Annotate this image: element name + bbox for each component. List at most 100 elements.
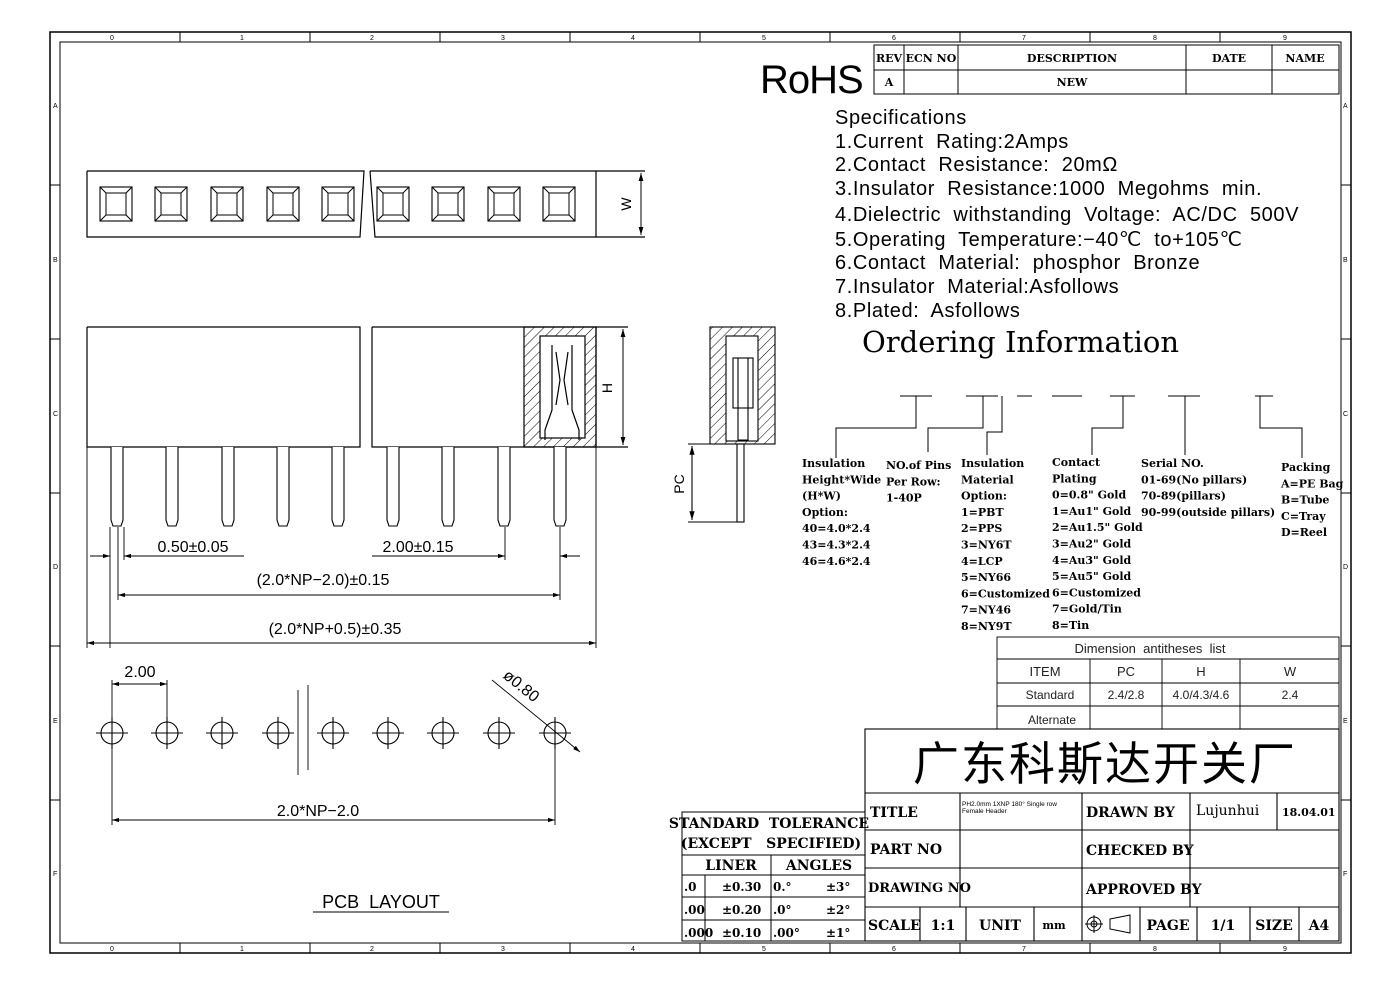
ordering-option: 70-89(pillars): [1141, 490, 1226, 503]
ordering-option: 6=Customized: [961, 587, 1050, 600]
column-label: 9: [1283, 946, 1287, 953]
ordering-option: Contact: [1052, 456, 1101, 469]
column-label: 8: [1153, 35, 1157, 42]
angles-header: ANGLES: [785, 858, 852, 874]
front-dimensions: [86, 447, 597, 648]
ecn-header: ECN NO: [906, 52, 957, 65]
approved-by-label: APPROVED BY: [1085, 882, 1203, 898]
cavity-corner: [376, 186, 384, 194]
cavity-corner: [457, 214, 465, 222]
pin: [331, 447, 345, 527]
tolerance-subtitle: (EXCEPT SPECIFIED): [681, 836, 861, 852]
header-pc: PC: [1117, 664, 1135, 679]
ordering-option: Height*Wide: [802, 473, 881, 486]
column-label: 1: [240, 35, 244, 42]
standard-label: Standard: [1026, 688, 1075, 702]
ordering-option: 8=Tin: [1052, 619, 1089, 632]
cavity-corner: [125, 214, 133, 222]
cavity-inner: [272, 192, 294, 216]
specifications: Specifications 1.Current Rating:2Amps 2.…: [835, 107, 1299, 322]
ordering-option: 0=0.8" Gold: [1052, 489, 1126, 502]
column-label: 6: [892, 946, 896, 953]
cavity-corner: [402, 214, 410, 222]
w-label: W: [618, 197, 634, 211]
column-label: 2: [370, 35, 374, 42]
ordering-option: 46=4.6*2.4: [802, 555, 871, 568]
ordering-option: 7=NY46: [961, 604, 1011, 617]
cavity-corner: [542, 186, 550, 194]
cavity-outer: [266, 186, 300, 222]
pin: [110, 447, 124, 527]
cavity-corner: [513, 214, 521, 222]
ordering-option: Per Row:: [886, 475, 941, 488]
row-label: A: [53, 103, 58, 110]
ordering-option: 1=Au1" Gold: [1052, 505, 1132, 518]
unit-value: mm: [1042, 919, 1066, 932]
pcb-span-label: 2.0*NP−2.0: [277, 803, 359, 820]
ordering-option: 3=Au2" Gold: [1052, 538, 1132, 551]
ordering-option: C=Tray: [1281, 510, 1326, 523]
column-label: 6: [892, 35, 896, 42]
ordering-option: 1=PBT: [961, 506, 1004, 519]
column-label: 9: [1283, 35, 1287, 42]
spec-item: 6.Contact Material: phosphor Bronze: [835, 252, 1200, 274]
ordering-option: Plating: [1052, 472, 1097, 485]
row-label: D: [1343, 564, 1348, 571]
column-label: 1: [240, 946, 244, 953]
ordering-option: 5=NY66: [961, 571, 1011, 584]
ordering-option: 6=Customized: [1052, 586, 1141, 599]
row-label: C: [53, 411, 58, 418]
header-item: ITEM: [1029, 664, 1060, 679]
drawing-no-label: DRAWING NO: [868, 881, 971, 896]
cavity-corner: [292, 186, 300, 194]
pin: [441, 447, 455, 527]
cavity-corner: [266, 186, 274, 194]
pitch-label: 2.00±0.15: [382, 539, 453, 556]
cavity-outer: [99, 186, 133, 222]
header-h: H: [1196, 664, 1205, 679]
span2-label: (2.0*NP+0.5)±0.35: [269, 621, 402, 638]
row-label: D: [53, 564, 58, 571]
row-label: F: [53, 871, 57, 878]
hole-label: ø0.80: [500, 667, 543, 706]
ordering-option: 1-40P: [886, 492, 922, 505]
company-name: 广东科斯达开关厂: [913, 737, 1297, 791]
specs-title: Specifications: [835, 107, 967, 129]
pin: [221, 447, 235, 527]
ordering-option: 4=LCP: [961, 555, 1003, 568]
side-view: [688, 326, 776, 523]
pin: [553, 447, 567, 527]
cavity-corner: [568, 186, 576, 194]
cavity-inner: [493, 192, 515, 216]
cavity-inner: [327, 192, 349, 216]
part-no-label: PART NO: [870, 842, 942, 858]
ordering-option: A=PE Bag: [1280, 477, 1344, 490]
column-label: 8: [1153, 946, 1157, 953]
ordering-option: 4=Au3" Gold: [1052, 554, 1132, 567]
pin: [386, 447, 400, 527]
front-view: [86, 326, 628, 448]
frame-tick-marks: [49, 31, 1352, 954]
ordering-option: Insulation: [802, 457, 865, 470]
projection-symbol-icon: [1085, 914, 1131, 934]
pin: [276, 447, 290, 527]
cavity-corner: [431, 214, 439, 222]
column-label: 3: [501, 35, 505, 42]
spec-item: 4.Dielectric withstanding Voltage: AC/DC…: [835, 204, 1299, 226]
cavity-corner: [431, 186, 439, 194]
scale-label: SCALE: [868, 918, 921, 934]
column-label: 2: [370, 946, 374, 953]
cavity-corner: [154, 186, 162, 194]
drawn-by-value: Lujunhui: [1196, 803, 1260, 819]
tolerance-angle-decimal: 0.°: [773, 880, 792, 894]
span1-label: (2.0*NP−2.0)±0.15: [257, 572, 390, 589]
pcb-dimensions: [111, 679, 581, 825]
header-w: W: [1284, 664, 1297, 679]
tolerance-angle-decimal: .00°: [773, 926, 800, 940]
name-header: NAME: [1285, 52, 1324, 65]
cavity-inner: [437, 192, 459, 216]
cavity-inner: [160, 192, 182, 216]
ordering-option: 40=4.0*2.4: [802, 522, 871, 535]
cavity-outer: [542, 186, 576, 222]
column-label: 7: [1022, 946, 1026, 953]
